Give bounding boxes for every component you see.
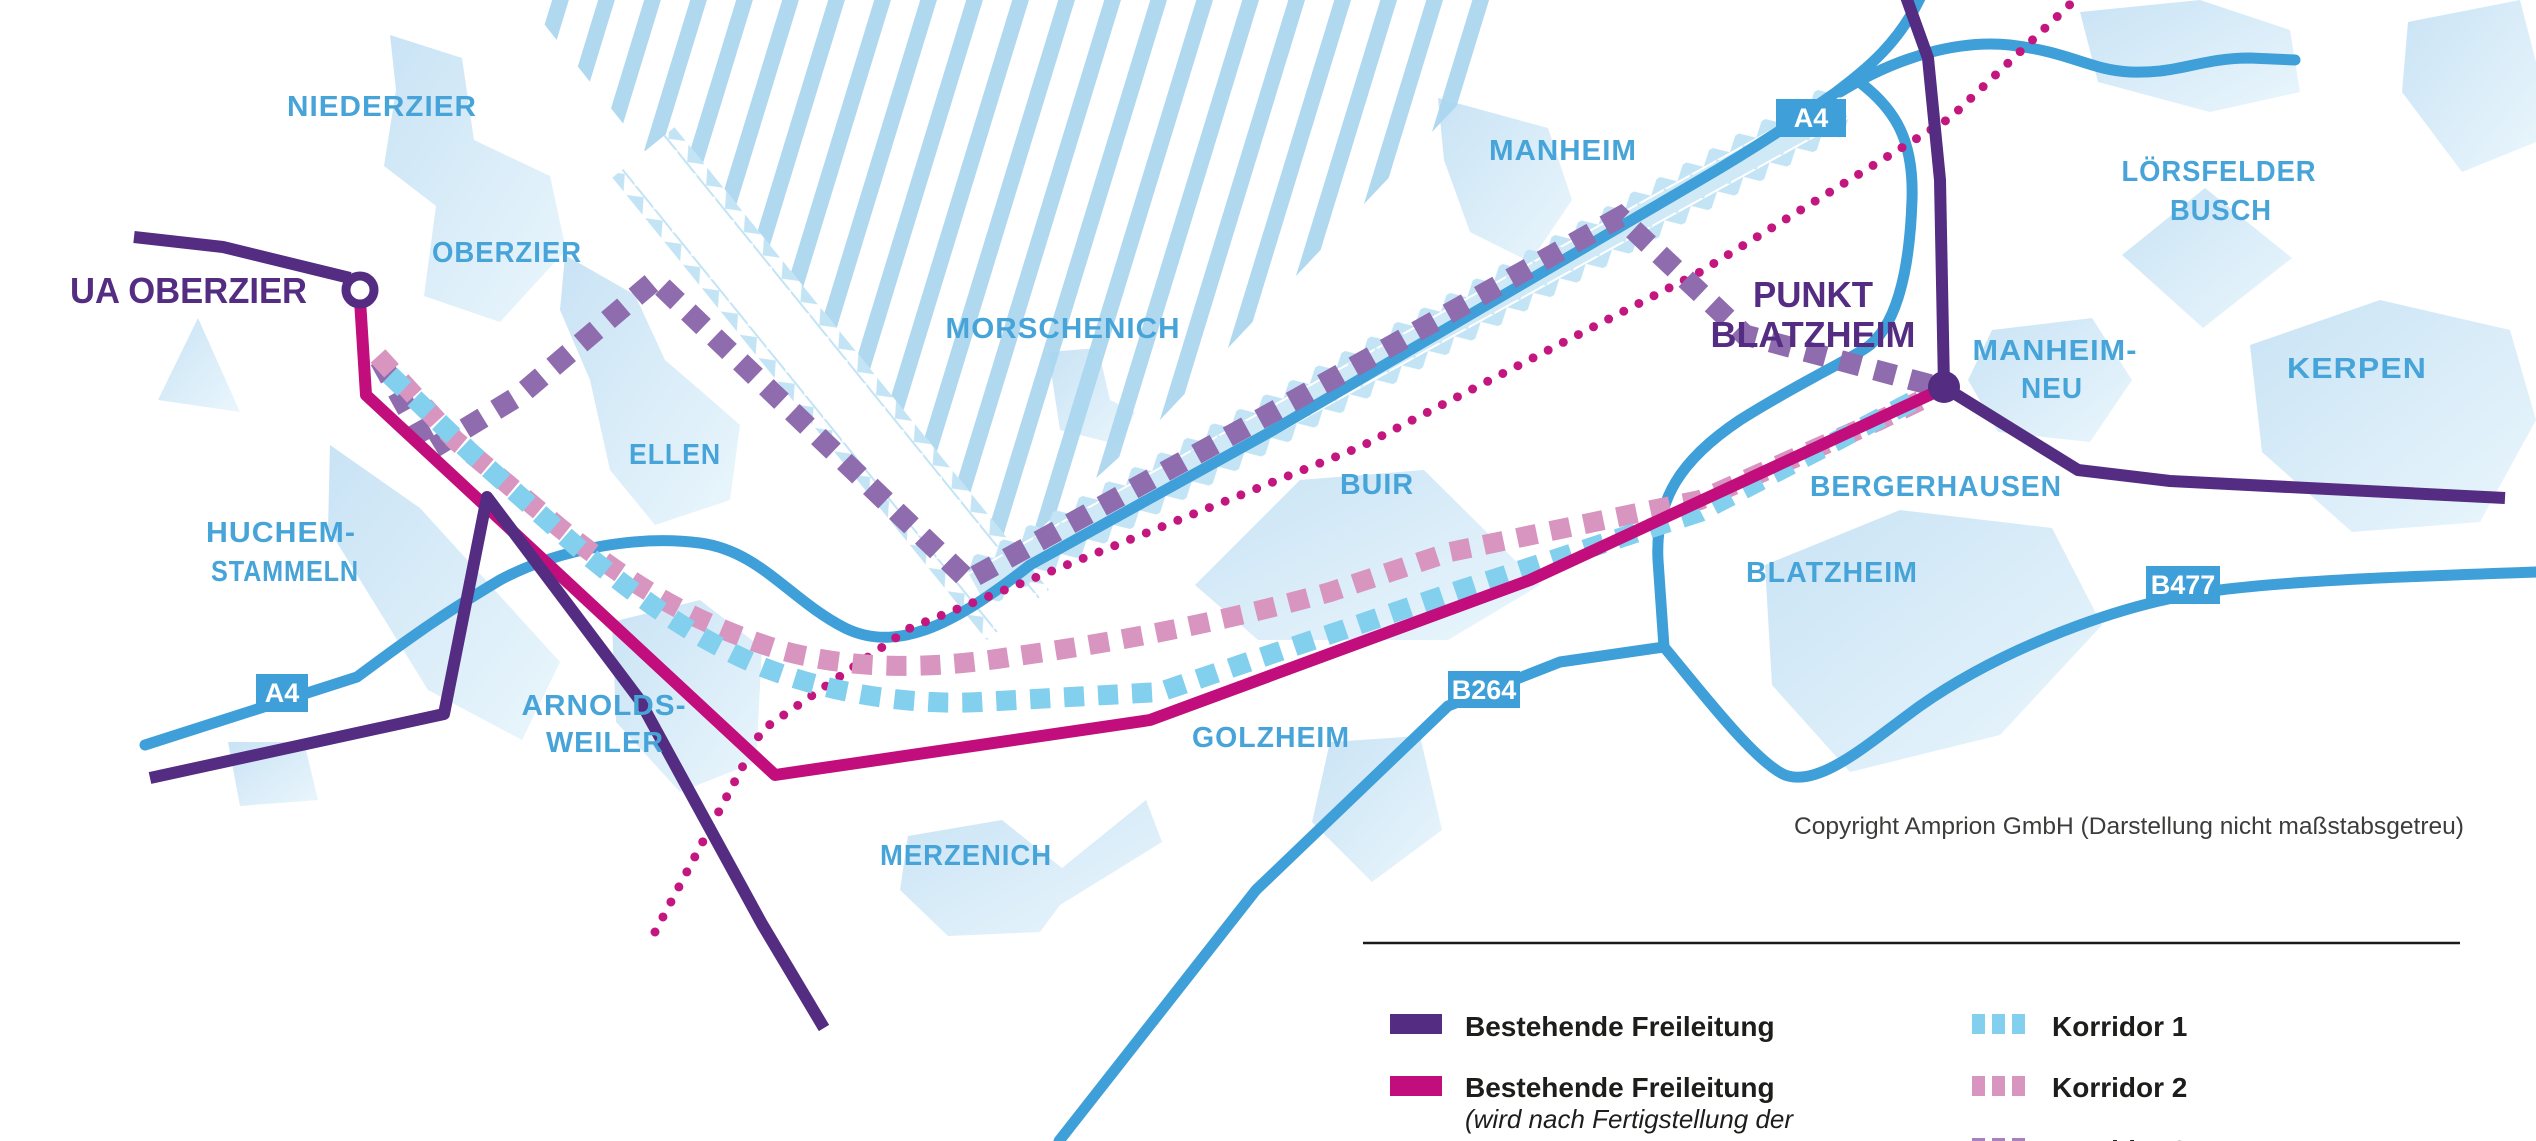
place-label-arnolds: ARNOLDS- bbox=[522, 690, 687, 722]
place-label-ellen: ELLEN bbox=[629, 439, 721, 471]
place-label-buir: BUIR bbox=[1340, 469, 1414, 501]
badge-b264-label: B264 bbox=[1452, 675, 1517, 705]
area-blob bbox=[2122, 188, 2292, 328]
badge-a4-west bbox=[256, 674, 308, 712]
road-badges: A4 A4 B264 B477 bbox=[256, 99, 2220, 712]
legend-swatch-existing-magenta bbox=[1390, 1076, 1442, 1096]
junction-dot-icon bbox=[1928, 371, 1960, 403]
legend-swatch-korridor1 bbox=[1972, 1014, 2025, 1034]
place-label-blatzheim: BLATZHEIM bbox=[1746, 557, 1918, 589]
legend: Bestehende Freileitung Bestehende Freile… bbox=[1363, 941, 2460, 1141]
legend-swatch-existing-purple bbox=[1390, 1014, 1442, 1034]
area-blob bbox=[1765, 510, 2102, 772]
corridor-2-route bbox=[370, 349, 1935, 676]
area-blob bbox=[328, 445, 560, 740]
area-blob bbox=[158, 318, 240, 412]
mine-hatch-area bbox=[525, 0, 1500, 570]
badge-b477 bbox=[2146, 566, 2220, 604]
legend-swatch-korridor3 bbox=[1972, 1138, 2025, 1141]
place-label-golzheim: GOLZHEIM bbox=[1192, 722, 1350, 754]
area-blob bbox=[2080, 0, 2300, 112]
place-label-huchem: HUCHEM- bbox=[206, 517, 356, 549]
station-label-blatzheim: BLATZHEIM bbox=[1711, 314, 1916, 355]
place-label-oberzier: OBERZIER bbox=[432, 237, 582, 269]
place-label-kerpen: KERPEN bbox=[2287, 353, 2427, 385]
legend-label-korridor2: Korridor 2 bbox=[2052, 1072, 2187, 1103]
existing-line-purple-a4 bbox=[148, 491, 830, 1032]
place-label-busch: BUSCH bbox=[2170, 195, 2272, 227]
place-label-merzenich: MERZENICH bbox=[880, 840, 1052, 872]
place-label-morschenich: MORSCHENICH bbox=[946, 313, 1181, 345]
badge-a4-north bbox=[1776, 99, 1846, 137]
place-label-bergerhausen: BERGERHAUSEN bbox=[1810, 471, 2062, 503]
copyright-note: Copyright Amprion GmbH (Darstellung nich… bbox=[1794, 813, 2464, 840]
area-blob bbox=[2250, 300, 2536, 532]
place-label-stammeln: STAMMELN bbox=[211, 556, 359, 588]
substation-ring-icon bbox=[341, 271, 379, 309]
place-label-niederzier: NIEDERZIER bbox=[287, 91, 477, 123]
station-label-ua-oberzier: UA OBERZIER bbox=[70, 270, 307, 311]
area-blob bbox=[384, 35, 566, 322]
legend-swatch-korridor2 bbox=[1972, 1076, 2025, 1096]
existing-line-magenta bbox=[354, 299, 1943, 781]
legend-label-existing-1: Bestehende Freileitung bbox=[1465, 1011, 1775, 1042]
area-blob bbox=[1195, 470, 1540, 640]
existing-line-purple-west bbox=[133, 231, 352, 284]
badge-b264 bbox=[1448, 671, 1520, 708]
legend-label-korridor1: Korridor 1 bbox=[2052, 1011, 2187, 1042]
place-label-manheim: MANHEIM bbox=[1489, 135, 1637, 167]
legend-note-line1: (wird nach Fertigstellung der bbox=[1465, 1104, 1794, 1134]
badge-b477-label: B477 bbox=[2151, 570, 2216, 600]
legend-note-line2: neuen Freileitung zurückgebaut) bbox=[1478, 1136, 1851, 1141]
legend-label-korridor3: Korridor 3 bbox=[2052, 1135, 2187, 1141]
road-junction-north bbox=[1652, 78, 1918, 653]
place-label-weiler: WEILER bbox=[546, 727, 664, 759]
area-blob bbox=[1438, 98, 1572, 262]
area-blob bbox=[2402, 0, 2536, 172]
area-blob bbox=[560, 255, 740, 525]
place-label-loersfelder: LÖRSFELDER bbox=[2122, 155, 2317, 188]
road-b477 bbox=[1658, 566, 2536, 783]
area-blob bbox=[1968, 318, 2132, 442]
badge-a4-west-label: A4 bbox=[265, 678, 300, 708]
station-label-punkt: PUNKT bbox=[1753, 274, 1873, 315]
badge-a4-north-label: A4 bbox=[1794, 103, 1829, 133]
station-labels: UA OBERZIER PUNKT BLATZHEIM bbox=[70, 270, 1916, 355]
corridor-1-route bbox=[383, 367, 1920, 713]
place-labels: NIEDERZIER OBERZIER MORSCHENICH MANHEIM … bbox=[206, 91, 2427, 872]
legend-label-existing-2: Bestehende Freileitung bbox=[1465, 1072, 1775, 1103]
place-label-manheim-neu-1: MANHEIM- bbox=[1973, 335, 2138, 367]
area-blob bbox=[1312, 736, 1442, 882]
area-blob bbox=[900, 800, 1162, 936]
place-label-manheim-neu-2: NEU bbox=[2021, 373, 2083, 405]
